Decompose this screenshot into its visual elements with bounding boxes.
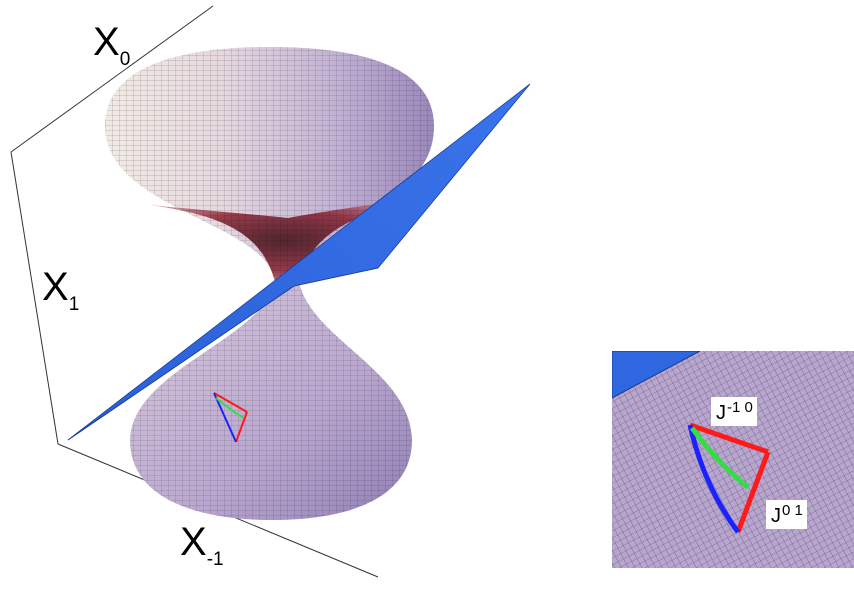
zoom-inset: [612, 351, 854, 568]
inset-label-j-minus1-0: J-1 0: [711, 397, 757, 426]
hyperboloid-lower-sheet: [130, 282, 412, 520]
tangent-plane: [67, 83, 531, 441]
axis-label-x-minus1: X-1: [180, 520, 224, 570]
hyperboloid-upper-sheet: [105, 47, 434, 282]
curve-triangle: [213, 392, 248, 443]
inset-label-j-0-1: J0 1: [766, 500, 807, 529]
axis-label-x1: X1: [42, 265, 80, 315]
axis-label-x0: X0: [93, 20, 131, 70]
